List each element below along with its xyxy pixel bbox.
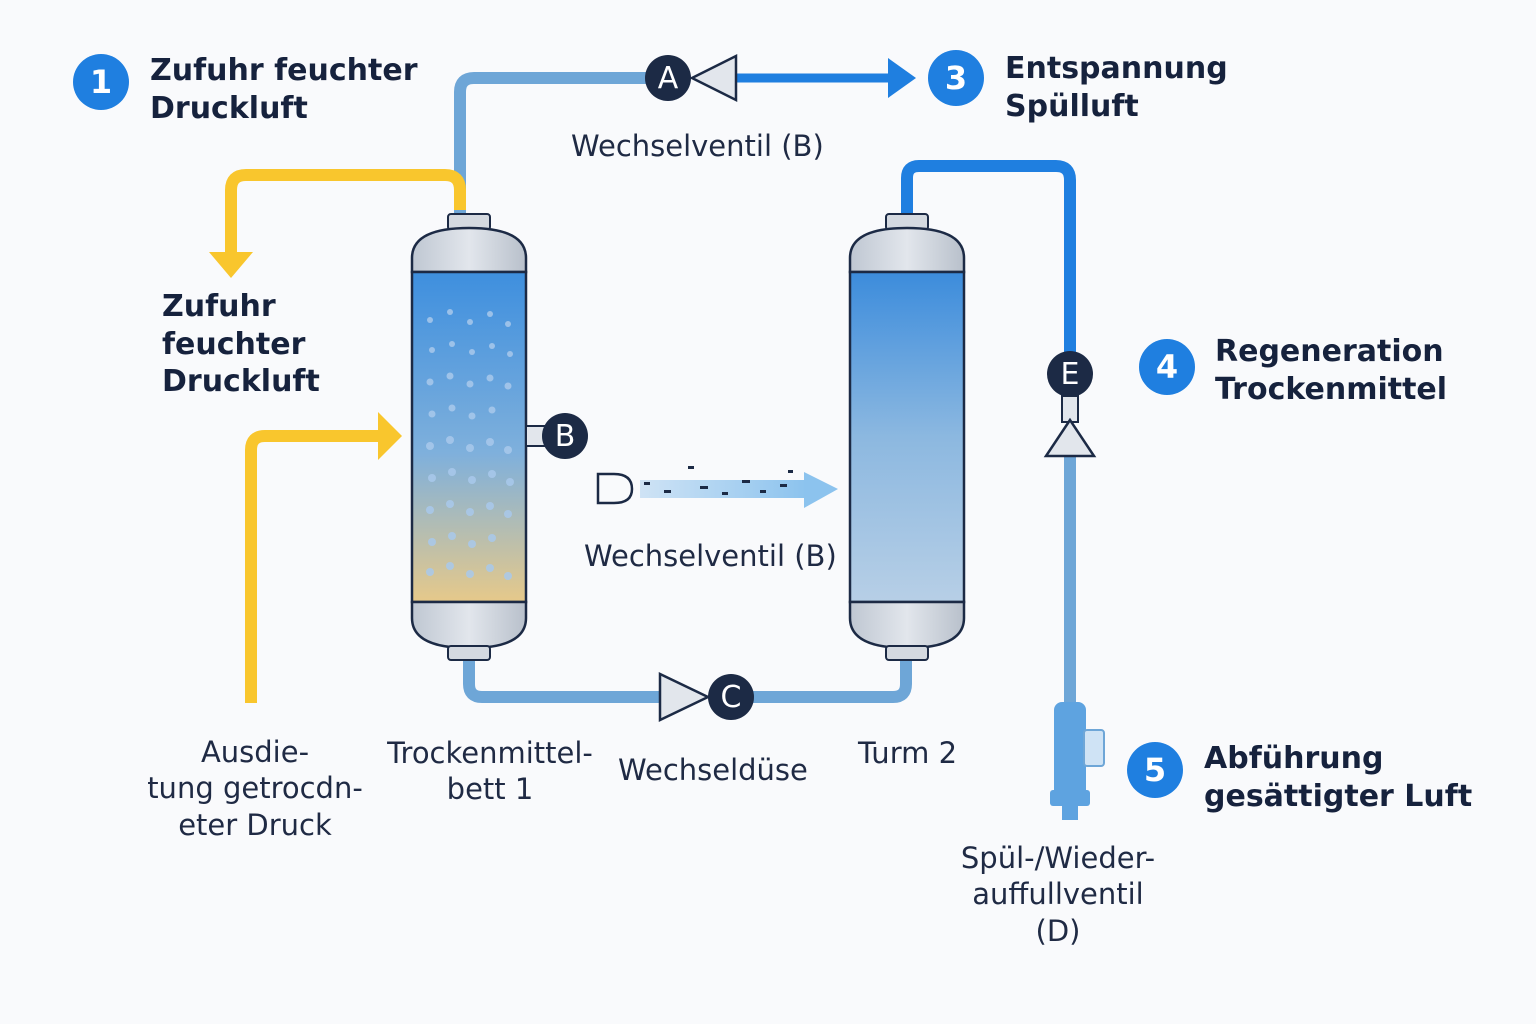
pipe-bottom	[463, 654, 666, 703]
purge-flow-arrow	[596, 466, 838, 508]
tower-2	[848, 213, 966, 661]
tower-1	[410, 213, 547, 661]
valve-e	[1043, 351, 1097, 458]
pipe-bottom-right	[746, 654, 912, 703]
purge-valve-d	[1050, 702, 1105, 820]
valve-top-label: Wechselventil (B)	[571, 129, 824, 163]
nozzle-c-letter: C	[720, 679, 742, 715]
valve-b-marker	[542, 413, 588, 459]
yellow-outlet	[245, 430, 380, 703]
step-label-1: Zufuhr feuchter Druckluft	[150, 53, 418, 126]
step-badge-5: 5	[1127, 742, 1183, 798]
nozzle-c	[658, 672, 754, 722]
arrow-entspannung	[888, 58, 916, 98]
step-badge-1: 1	[73, 54, 129, 110]
valve-a-letter: A	[657, 60, 679, 96]
step-label-3: Entspannung Spülluft	[1005, 51, 1228, 124]
step-label-4: Regeneration Trockenmittel	[1215, 334, 1448, 407]
valve-e-letter: E	[1060, 356, 1080, 392]
tower1-label: Trockenmittel- bett 1	[387, 736, 593, 807]
tower2-label: Turm 2	[858, 736, 958, 770]
purge-valve-label: Spül-/Wieder- auffullventil (D)	[960, 841, 1156, 948]
desiccant-dots	[426, 309, 514, 580]
pipe-right-dark	[901, 160, 1076, 358]
nozzle-label: Wechseldüse	[618, 753, 808, 787]
inlet-label: Zufuhr feuchter Druckluft	[162, 289, 320, 399]
valve-b-letter: B	[554, 418, 576, 454]
valve-a	[645, 53, 738, 103]
step-label-5: Abführung gesättigter Luft	[1204, 741, 1473, 814]
step-badge-3: 3	[928, 50, 984, 106]
yellow-inlet-top	[225, 169, 466, 252]
outlet-label: Ausdie- tung getrocdn- eter Druck	[147, 735, 363, 842]
valve-mid-label: Wechselventil (B)	[584, 539, 837, 573]
pipe-top-light	[454, 72, 652, 224]
yellow-arrow-right	[378, 412, 402, 460]
yellow-arrow-down	[209, 252, 253, 278]
step-badge-4: 4	[1139, 339, 1195, 395]
